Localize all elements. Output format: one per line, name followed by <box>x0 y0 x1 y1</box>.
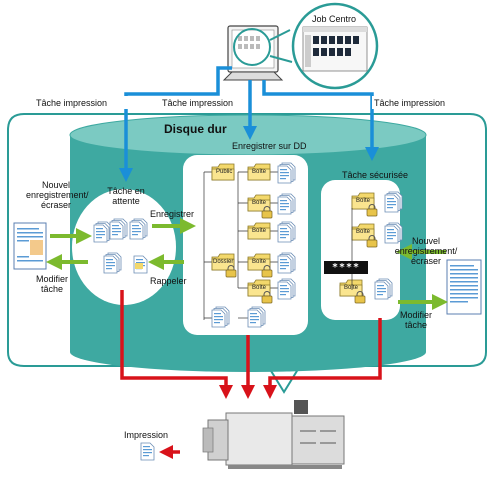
hdd-save-area <box>183 155 308 335</box>
document-stack-icon <box>94 222 111 242</box>
waiting-job-label: Tâche en attente <box>107 186 145 206</box>
print-job-label-left: Tâche impression <box>36 98 108 108</box>
red-arrow-right <box>263 318 382 399</box>
recall-action-label: Rappeler <box>150 276 187 286</box>
document-stack-icon <box>385 192 402 212</box>
save-action-label: Enregistrer <box>150 209 195 219</box>
new-overwrite-label-right: Nouvel enregistrement/ écraser <box>394 236 458 266</box>
print-label: Impression <box>124 430 169 440</box>
print-job-arrow-right <box>262 80 379 161</box>
box-folder-label: Boîte <box>252 228 267 234</box>
hdd-title: Disque dur <box>164 122 227 136</box>
box-folder-label: Boîte <box>252 200 267 206</box>
document-stack-icon <box>278 194 295 214</box>
document-stack-icon <box>278 279 295 299</box>
red-arrow-left <box>120 290 233 399</box>
monitor-icon <box>222 25 284 81</box>
public-folder-label: Public <box>216 169 233 175</box>
secure-box-label: Boîte <box>344 285 359 291</box>
document-stack-icon <box>375 279 392 299</box>
job-centro-zoom <box>291 2 379 90</box>
new-overwrite-label-left: Nouvel enregistrement/ écraser <box>26 180 89 210</box>
input-document-icon <box>13 222 47 270</box>
job-centro-title: Job Centro <box>311 14 357 24</box>
password-mask: **** <box>324 261 368 274</box>
box-folder-label: Boîte <box>252 169 267 175</box>
folder-tree-lines <box>203 171 278 320</box>
document-stack-icon <box>212 307 229 327</box>
box-folder-label: Boîte <box>252 285 267 291</box>
secure-box-label: Boîte <box>356 229 371 235</box>
print-job-label-right: Tâche impression <box>374 98 446 108</box>
modify-job-label-right: Modifier tâche <box>399 310 432 330</box>
document-stack-icon <box>278 163 295 183</box>
document-stack-icon <box>110 219 127 239</box>
secure-box-label: Boîte <box>356 198 371 204</box>
hdd-save-label: Enregistrer sur DD <box>232 141 307 151</box>
print-job-label-center: Tâche impression <box>162 98 234 108</box>
waiting-job-area <box>72 189 176 305</box>
box-folder-label: Boîte <box>252 259 267 265</box>
document-stack-icon <box>104 253 121 273</box>
document-stack-icon <box>278 222 295 242</box>
printed-document-icon <box>140 442 155 461</box>
folder-label: Dossier <box>213 259 234 265</box>
input-document-icon <box>446 259 482 315</box>
print-job-arrow-left <box>119 66 232 182</box>
printer-icon <box>202 400 345 469</box>
modify-job-label-left: Modifier tâche <box>35 274 68 294</box>
document-stack-icon <box>248 307 265 327</box>
document-stack-icon <box>278 253 295 273</box>
secure-job-label: Tâche sécurisée <box>342 170 409 180</box>
document-stack-icon <box>130 219 147 239</box>
document-icon <box>133 255 148 274</box>
